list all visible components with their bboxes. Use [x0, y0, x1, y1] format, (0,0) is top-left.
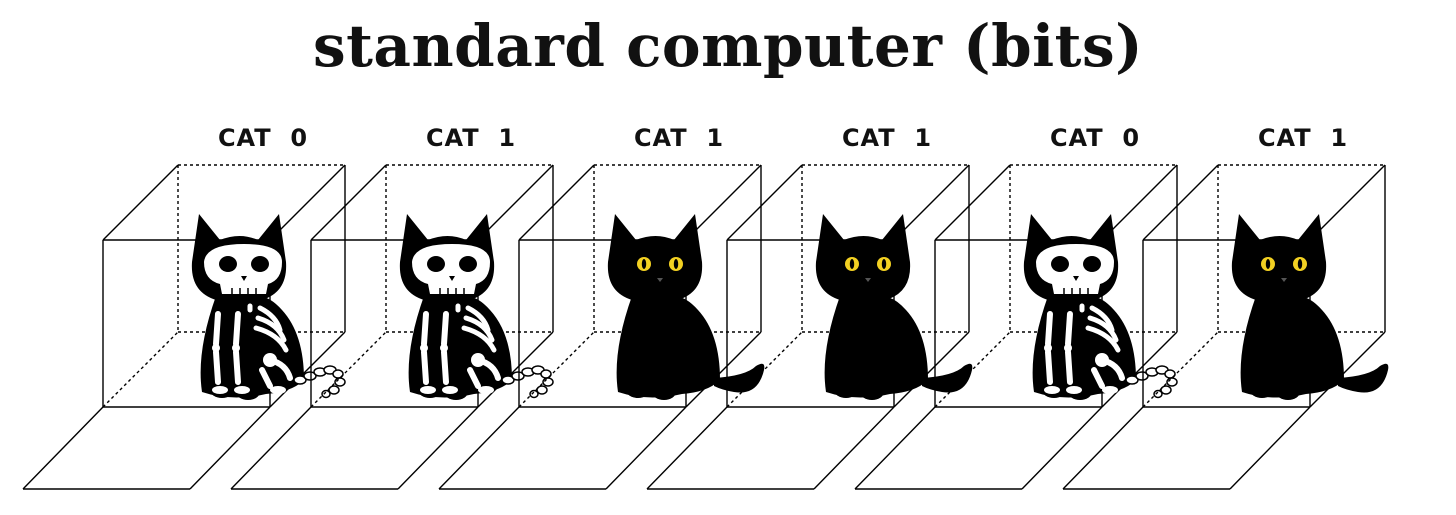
box-top-edge [1101, 164, 1178, 241]
box-top-edge [934, 164, 1011, 241]
cat-box-5 [854, 164, 1178, 490]
box-top-edge [893, 164, 970, 241]
box-flap-edge [1229, 406, 1311, 490]
black-cat-icon [815, 214, 973, 400]
box-flap-edge [1021, 406, 1103, 490]
box-top-edge [726, 164, 803, 241]
bit-label-2: CAT 1 [425, 124, 517, 152]
box-hidden-edge [102, 331, 179, 408]
box-back-edge [269, 331, 346, 408]
bit-label-4: CAT 1 [841, 124, 933, 152]
cat-box-3 [438, 164, 765, 490]
box-top-edge [1309, 164, 1386, 241]
box-flap-edge [230, 406, 312, 490]
box-back-edge [893, 331, 970, 408]
box-flap-edge [854, 406, 936, 490]
cat-box-4 [646, 164, 973, 490]
black-cat-icon [1231, 214, 1389, 400]
bit-label-6: CAT 1 [1257, 124, 1349, 152]
skeleton-cat-icon [400, 214, 553, 400]
skeleton-cat-icon [192, 214, 345, 400]
box-top-edge [685, 164, 762, 241]
box-flap-edge [22, 406, 104, 490]
bit-label-3: CAT 1 [633, 124, 725, 152]
black-cat-icon [607, 214, 765, 400]
box-top-edge [102, 164, 179, 241]
box-hidden-edge [934, 331, 1011, 408]
box-back-edge [1101, 331, 1178, 408]
box-flap-edge [397, 406, 479, 490]
cat-box-6 [1062, 164, 1389, 490]
box-hidden-edge [726, 331, 803, 408]
box-flap-edge [438, 406, 520, 490]
box-top-edge [518, 164, 595, 241]
bit-label-5: CAT 0 [1049, 124, 1141, 152]
box-top-edge [1142, 164, 1219, 241]
box-top-edge [477, 164, 554, 241]
box-flap-edge [189, 406, 271, 490]
box-back-edge [1309, 331, 1386, 408]
box-flap-edge [1062, 406, 1144, 490]
cat-box-2 [230, 164, 554, 490]
box-back-edge [477, 331, 554, 408]
box-flap-edge [813, 406, 895, 490]
diagram-title: standard computer (bits) [312, 12, 1144, 80]
skeleton-cat-icon [1024, 214, 1177, 400]
box-top-edge [310, 164, 387, 241]
cat-box-1 [22, 164, 346, 490]
box-back-edge [685, 331, 762, 408]
box-flap-edge [646, 406, 728, 490]
bit-label-1: CAT 0 [217, 124, 309, 152]
box-flap-edge [605, 406, 687, 490]
box-top-edge [269, 164, 346, 241]
